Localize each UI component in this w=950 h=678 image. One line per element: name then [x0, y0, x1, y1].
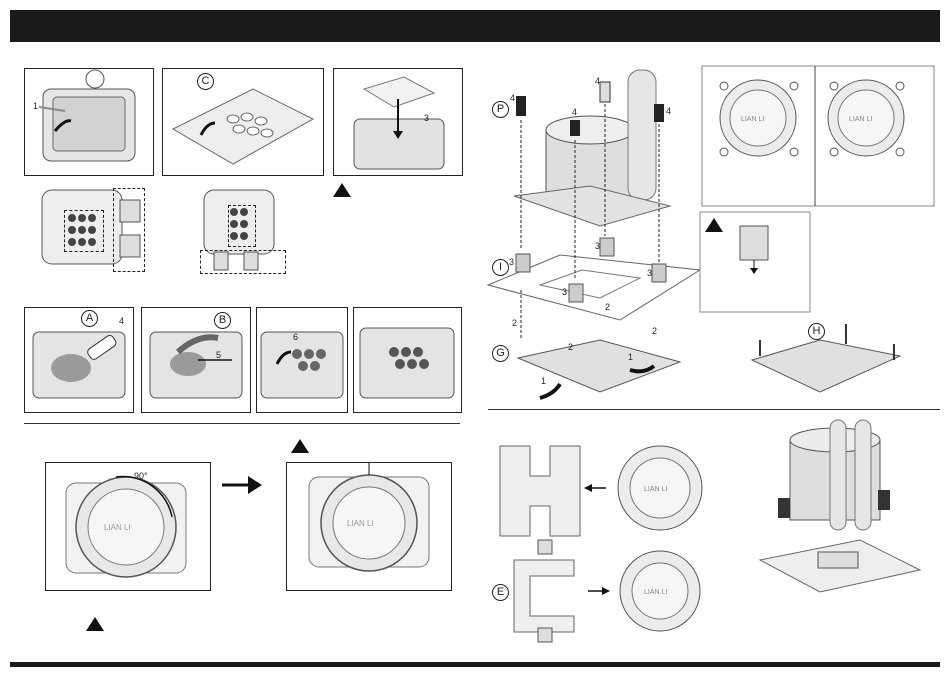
pump-rotate-illustration: LIAN LI	[46, 463, 210, 590]
pump-rotated-illustration: LIAN LI	[287, 463, 451, 590]
pad-finished-illustration	[354, 308, 461, 412]
step-label-1: 1	[541, 376, 546, 386]
step-number-3: 3	[424, 113, 429, 123]
paste-apply-illustration	[25, 308, 133, 412]
standoff-count-label: 3	[562, 287, 567, 297]
step-number-1: 1	[33, 101, 38, 111]
step-label-1: 1	[628, 352, 633, 362]
svg-text:LIAN LI: LIAN LI	[104, 523, 131, 532]
screw-count-label: 4	[666, 106, 671, 116]
tube-area-marker-right	[200, 250, 286, 274]
step-panel-3: 3	[333, 68, 463, 176]
thermal-pad-peel-illustration	[163, 69, 323, 175]
callout-b: B	[214, 312, 231, 329]
paste-step-number-5: 5	[216, 350, 221, 360]
step-label-2: 2	[512, 318, 517, 328]
pump-block-illustration	[25, 69, 153, 175]
svg-text:LIAN LI: LIAN LI	[644, 589, 667, 596]
warning-triangle-icon	[333, 183, 351, 197]
paste-panel-b: B 5	[141, 307, 251, 413]
warning-triangle-icon	[291, 439, 309, 453]
section-divider-left	[24, 423, 460, 424]
callout-c: C	[197, 73, 214, 90]
paste-panel-c: 6	[256, 307, 348, 413]
paste-panel-a: A 4	[24, 307, 134, 413]
standoff-count-label: 3	[509, 257, 514, 267]
callout-h: H	[808, 323, 825, 340]
step-panel-2: C	[162, 68, 324, 176]
standoff-count-label: 3	[595, 241, 600, 251]
callout-g: G	[492, 345, 509, 362]
header-bar	[10, 10, 940, 42]
callout-a: A	[81, 310, 98, 327]
tube-area-marker-left	[113, 188, 145, 272]
step-label-2: 2	[605, 302, 610, 312]
screw-count-label: 4	[510, 93, 515, 103]
paste-spread-illustration	[142, 308, 250, 412]
rotate-panel-before: LIAN LI 90°	[45, 462, 211, 591]
step-label-2: 2	[652, 326, 657, 336]
pad-area-marker-right	[228, 205, 256, 247]
pad-placement-illustration	[334, 69, 462, 175]
svg-text:LIAN LI: LIAN LI	[347, 519, 374, 528]
callout-i: I	[492, 259, 509, 276]
warning-triangle-icon	[705, 218, 723, 232]
pad-apply-illustration	[257, 308, 347, 412]
step-panel-1: 1	[24, 68, 154, 176]
footer-bar	[10, 662, 940, 667]
warning-triangle-icon	[86, 617, 104, 631]
rotate-panel-after: LIAN LI	[286, 462, 452, 591]
screw-count-label: 4	[572, 107, 577, 117]
svg-text:LIAN LI: LIAN LI	[849, 116, 872, 123]
paste-step-number-6: 6	[293, 332, 298, 342]
paste-step-number-4: 4	[119, 316, 124, 326]
rotate-angle-label: 90°	[134, 471, 148, 481]
callout-e: E	[492, 584, 509, 601]
pad-area-marker-left	[64, 210, 104, 252]
standoff-count-label: 3	[647, 268, 652, 278]
callout-p: P	[492, 101, 509, 118]
screw-count-label: 4	[595, 76, 600, 86]
paste-panel-d	[353, 307, 462, 413]
svg-text:LIAN LI: LIAN LI	[644, 486, 667, 493]
svg-text:LIAN LI: LIAN LI	[741, 116, 764, 123]
section-divider-right	[488, 409, 940, 410]
step-label-2: 2	[568, 342, 573, 352]
